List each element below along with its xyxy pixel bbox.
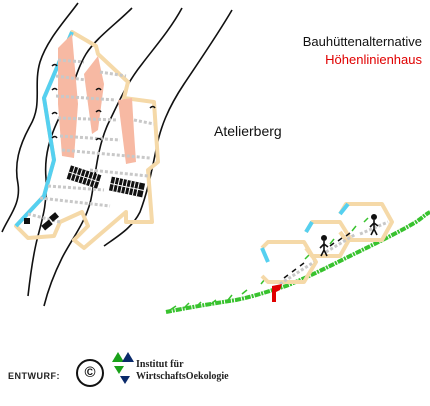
glass-section-2 bbox=[304, 220, 314, 234]
person-icon bbox=[369, 214, 379, 236]
entrance-mark-2 bbox=[41, 219, 53, 231]
person-icon bbox=[319, 235, 329, 257]
project-subtitle: Höhenlinienhaus bbox=[325, 52, 422, 67]
solar-panel-1 bbox=[66, 165, 102, 189]
solar-panel-2 bbox=[108, 176, 146, 198]
glass-section-3 bbox=[338, 202, 350, 216]
roof-strip-2 bbox=[84, 56, 104, 134]
stair-2 bbox=[325, 232, 357, 254]
institute-logo-icon bbox=[112, 352, 134, 384]
design-credit-label: ENTWURF: bbox=[8, 371, 60, 381]
seating-marks bbox=[51, 63, 156, 141]
building-plan bbox=[14, 30, 160, 250]
building-outline bbox=[14, 30, 160, 250]
section-ground bbox=[165, 210, 430, 314]
entrance-mark-3 bbox=[49, 212, 59, 222]
hex-module-1 bbox=[260, 240, 318, 284]
location-label: Atelierberg bbox=[214, 123, 282, 139]
glass-facade bbox=[14, 31, 74, 228]
stair-1 bbox=[279, 260, 315, 286]
roof-strip-3 bbox=[118, 98, 136, 164]
project-title: Bauhüttenalternative bbox=[302, 34, 422, 49]
contour-line-1 bbox=[1, 2, 79, 233]
terrace-hatching bbox=[27, 58, 155, 224]
entrance-mark-1 bbox=[24, 218, 30, 224]
section-modules bbox=[260, 202, 394, 286]
copyright-icon: © bbox=[76, 359, 104, 387]
institute-name-line2: WirtschaftsOekologie bbox=[136, 371, 229, 382]
glass-section-1 bbox=[260, 247, 270, 263]
grass-line bbox=[165, 210, 430, 314]
entry-marker-icon bbox=[272, 284, 282, 302]
institute-name-line1: Institut für bbox=[136, 359, 184, 370]
